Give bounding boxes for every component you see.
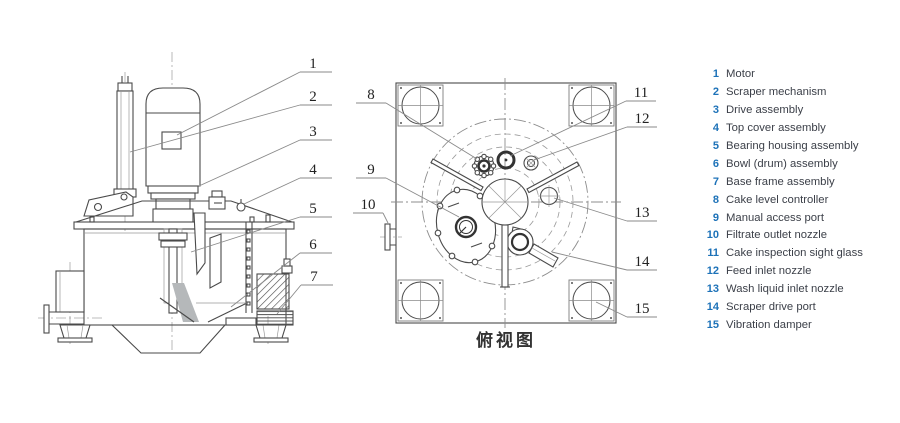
callout-4: 4 (309, 162, 317, 178)
legend-item-label: Drive assembly (726, 103, 804, 116)
legend-item-number: 14 (706, 301, 719, 314)
corner-damper-bl (397, 279, 444, 322)
callout-11: 11 (634, 85, 648, 101)
legend-item-label: Base frame assembly (726, 175, 835, 188)
discharge-cone-shade (172, 283, 199, 322)
legend-item: 4 Top cover assembly (703, 122, 893, 140)
corner-damper-tr (568, 84, 615, 127)
callout-12: 12 (635, 111, 650, 127)
legend-item-number: 15 (706, 319, 719, 332)
legend-item-number: 13 (706, 283, 719, 296)
legend-item-number: 8 (712, 193, 719, 206)
motor-shape (145, 87, 201, 229)
legend-item-label: Manual access port (726, 211, 824, 224)
wash-liquid-inlet-nozzle (538, 185, 560, 207)
callout-10: 10 (361, 197, 376, 213)
callout-5: 5 (309, 201, 317, 217)
legend-item: 5 Bearing housing assembly (703, 140, 893, 158)
legend-item: 10 Filtrate outlet nozzle (703, 229, 893, 247)
legend-item: 3 Drive assembly (703, 104, 893, 122)
legend-item-label: Bearing housing assembly (726, 139, 859, 152)
callout-6: 6 (309, 237, 317, 253)
legend-item-number: 6 (712, 157, 719, 170)
legend-item-number: 12 (706, 265, 719, 278)
legend-item-label: Feed inlet nozzle (726, 265, 812, 278)
filtrate-outlet-nozzle-top (380, 223, 402, 251)
legend-item-number: 1 (712, 68, 719, 80)
legend-item: 9 Manual access port (703, 212, 893, 230)
top-view-caption: 俯视图 (476, 330, 536, 350)
feed-inlet-nozzle (523, 155, 539, 171)
center-hub (481, 178, 529, 226)
scraper-arm-bar (500, 224, 510, 288)
side-view-callouts: 1 2 3 4 5 6 7 (129, 56, 333, 315)
bowl-and-shaft-interior (158, 212, 253, 323)
callout-14: 14 (635, 254, 651, 270)
bowl-drive-hatched-block (256, 258, 294, 326)
legend-item-number: 3 (712, 103, 719, 116)
top-view-callouts: 8 9 10 11 12 13 14 15 (353, 85, 657, 318)
scraper-drive-port (506, 226, 559, 268)
side-view: 1 2 3 4 5 6 7 (38, 52, 333, 354)
corner-damper-br (568, 279, 615, 322)
legend-item: 8 Cake level controller (703, 194, 893, 212)
legend-item-label: Scraper mechanism (726, 85, 827, 98)
legend-item-label: Top cover assembly (726, 121, 826, 134)
callout-3: 3 (309, 124, 317, 140)
legend-item: 12 Feed inlet nozzle (703, 265, 893, 283)
legend-item-number: 4 (712, 121, 719, 134)
legend-item-number: 9 (712, 211, 719, 224)
baseplate-frame (395, 82, 617, 324)
legend-item: 13 Wash liquid inlet nozzle (703, 283, 893, 301)
filtrate-outlet-side (43, 270, 85, 334)
legend-item: 14 Scraper drive port (703, 301, 893, 319)
legend-item-label: Filtrate outlet nozzle (726, 229, 828, 242)
callout-8: 8 (367, 87, 375, 103)
legend-item: 15 Vibration damper (703, 319, 893, 337)
legend-item-label: Wash liquid inlet nozzle (726, 283, 844, 296)
legend-item: 7 Base frame assembly (703, 176, 893, 194)
cake-inspection-sight-glass (496, 150, 516, 170)
legend-item-label: Bowl (drum) assembly (726, 157, 838, 170)
legend-item-number: 10 (706, 229, 719, 242)
legend-item-label: Motor (726, 68, 755, 80)
cover-rib-left (430, 158, 484, 192)
legend-item-number: 7 (712, 175, 719, 188)
legend-item-number: 5 (712, 139, 719, 152)
cylinder-support-bracket (83, 191, 134, 217)
legend-item: 1 Motor (703, 68, 893, 86)
legend-item-label: Cake level controller (726, 193, 829, 206)
callout-1: 1 (309, 56, 317, 72)
cover-rib-right (526, 161, 580, 194)
legend-item: 11 Cake inspection sight glass (703, 247, 893, 265)
manual-access-port (434, 186, 498, 266)
top-view: 8 9 10 11 12 13 14 15 俯视图 (353, 78, 657, 350)
parts-legend: 1 Motor 2 Scraper mechanism 3 Drive assembl… (703, 68, 893, 337)
legend-item: 6 Bowl (drum) assembly (703, 158, 893, 176)
legend-item: 2 Scraper mechanism (703, 86, 893, 104)
callout-2: 2 (309, 89, 317, 105)
corner-damper-tl (397, 84, 444, 127)
legend-item-label: Vibration damper (726, 319, 812, 332)
legend-item-number: 2 (712, 85, 719, 98)
cake-level-controller (471, 153, 497, 179)
legend-item-number: 11 (707, 247, 719, 260)
legend-item-label: Scraper drive port (726, 301, 816, 314)
callout-13: 13 (635, 205, 650, 221)
base-frame-shape (57, 317, 289, 354)
legend-item-label: Cake inspection sight glass (726, 247, 863, 260)
callout-9: 9 (367, 162, 375, 178)
callout-7: 7 (310, 269, 318, 285)
callout-15: 15 (635, 301, 650, 317)
